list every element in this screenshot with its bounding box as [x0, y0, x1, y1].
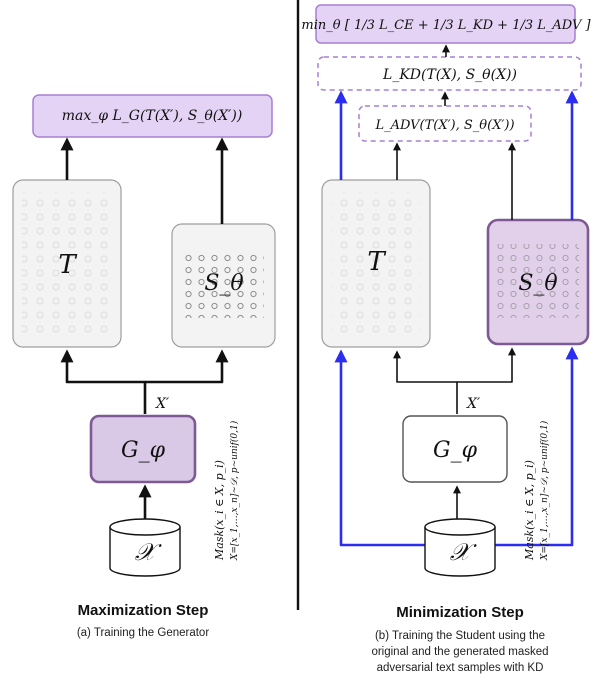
right-caption-line-3: adversarial text samples with KD [377, 662, 544, 674]
left-xprime-to-student-arrow [145, 349, 229, 384]
left-xprime-to-teacher-arrow [60, 349, 147, 414]
right-adv-loss-text: L_ADV(T(X′), S_θ(X′)) [374, 118, 514, 133]
left-panel: max_φ L_G(T(X′), S_θ(X′)) T S_θ X′ G_φ 𝒳… [12, 94, 276, 639]
right-xprime-label: X′ [466, 396, 481, 412]
left-caption-sub: (a) Training the Generator [77, 627, 209, 639]
right-data-to-teacher-blue-arrow [334, 349, 425, 547]
left-xprime-label: X′ [155, 396, 170, 412]
left-generator-label: G_φ [121, 438, 166, 463]
right-teacher-network-icon [331, 192, 421, 337]
right-student-network-icon [497, 244, 579, 318]
left-data-cylinder-icon [109, 518, 181, 577]
right-student-label: S_θ [518, 271, 557, 296]
right-panel: min_θ [ 1/3 L_CE + 1/3 L_KD + 1/3 L_ADV … [301, 4, 591, 674]
right-kd-loss-text: L_KD(T(X), S_θ(X)) [382, 67, 517, 83]
right-xprime-to-teacher-arrow [393, 350, 458, 414]
right-caption-title: Minimization Step [396, 604, 524, 621]
left-mask-line1: Mask(x_i ∈ X, p_i) [213, 460, 226, 561]
right-teacher-label: T [367, 247, 386, 277]
left-teacher-network-icon [22, 192, 112, 337]
left-generator-box [89, 414, 197, 484]
right-xprime-to-student-arrow [457, 347, 516, 383]
left-objective-text: max_φ L_G(T(X′), S_θ(X′)) [62, 108, 243, 124]
right-objective-box [315, 4, 576, 44]
left-student-label: S_θ [204, 271, 243, 296]
right-kd-loss-box [317, 56, 582, 91]
left-teacher-label: T [58, 250, 77, 280]
right-caption-line-2: original and the generated masked [371, 646, 548, 658]
left-objective-box [32, 94, 273, 138]
right-data-to-student-blue-arrow [495, 346, 579, 547]
left-mask-line2: X=[x_1,…,x_n]∼𝒟, p∼unif(0,1) [229, 420, 240, 561]
right-generator-label: G_φ [433, 438, 478, 463]
right-mask-line2: X=[x_1,…,x_n]∼𝒟, p∼unif(0,1) [539, 420, 550, 561]
left-student-network-icon [182, 252, 264, 318]
right-generator-box [402, 415, 508, 483]
right-mask-line1: Mask(x_i ∈ X, p_i) [523, 460, 536, 561]
right-caption-line-1: (b) Training the Student using the [375, 630, 545, 642]
right-objective-text: min_θ [ 1/3 L_CE + 1/3 L_KD + 1/3 L_ADV … [301, 18, 591, 33]
left-caption-title: Maximization Step [78, 602, 209, 619]
right-data-cylinder-icon [424, 518, 496, 577]
right-adv-loss-box [358, 105, 532, 142]
